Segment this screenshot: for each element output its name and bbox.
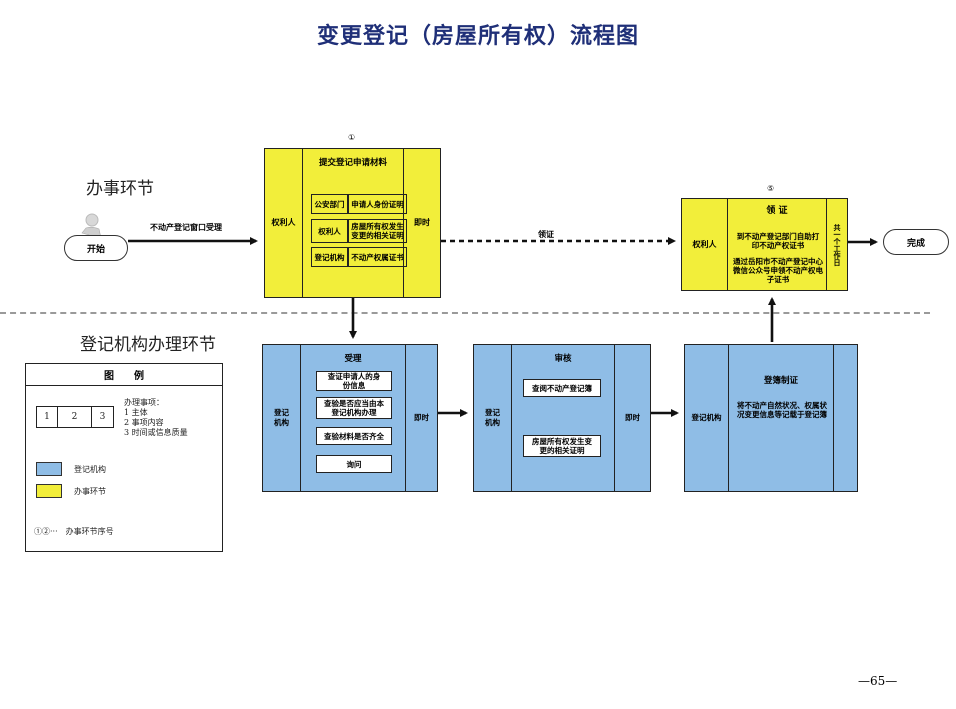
- legend-label-handling: 办事环节: [74, 487, 106, 496]
- step2-subject: 登记机构: [263, 345, 301, 491]
- legend-items-title: 办理事项：: [124, 398, 164, 407]
- legend-numbering: ①②··· 办事环节序号: [34, 527, 114, 536]
- step5-number: ⑤: [767, 184, 775, 193]
- step3-title: 审核: [554, 354, 572, 364]
- step4-title: 登簿制证: [763, 376, 798, 386]
- step2-title: 受理: [344, 354, 362, 364]
- arrow-label-collect: 领证: [538, 230, 554, 239]
- step1-row3-item: 不动产权属证书: [348, 247, 407, 267]
- step3-item-1: 查阅不动产登记簿: [523, 379, 601, 397]
- legend-title: 图 例: [26, 364, 222, 386]
- step1-title: 提交登记申请材料: [318, 158, 387, 168]
- step1-row3-agent: 登记机构: [311, 247, 348, 267]
- step1-row2-agent: 权利人: [311, 219, 348, 243]
- step3-item-2: 房屋所有权发生变更的相关证明: [523, 435, 601, 457]
- page-title: 变更登记（房屋所有权）流程图: [316, 23, 639, 49]
- legend-swatch-agency: [36, 462, 62, 476]
- legend-item-2: 2 事项内容: [124, 418, 164, 427]
- step4-time-column: [833, 345, 857, 491]
- step1-box: 权利人 即时 提交登记申请材料 公安部门 申请人身份证明 权利人 房屋所有权发生…: [264, 148, 441, 298]
- section-label-handling: 办事环节: [86, 179, 154, 199]
- step2-item-1: 查证申请人的身份信息: [316, 371, 392, 391]
- step4-subject: 登记机构: [685, 345, 729, 491]
- step2-item-2: 查验是否应当由本登记机构办理: [316, 397, 392, 419]
- step2-box: 登记机构 即时 受理 查证申请人的身份信息 查验是否应当由本登记机构办理 查验材…: [262, 344, 438, 492]
- legend-label-agency: 登记机构: [74, 465, 106, 474]
- legend-box: 图 例 1 2 3 办理事项： 1 主体 2 事项内容 3 时间或信息质量 登记…: [25, 363, 223, 552]
- arrow-label-window: 不动产登记窗口受理: [150, 223, 222, 232]
- section-label-agency: 登记机构办理环节: [80, 335, 216, 355]
- step2-item-4: 询问: [316, 455, 392, 473]
- legend-item-1: 1 主体: [124, 408, 148, 417]
- page-number: —65—: [858, 674, 898, 688]
- legend-swatch-handling: [36, 484, 62, 498]
- legend-box-2: 2: [58, 406, 92, 428]
- step4-body: 将不动产自然状况、权属状况变更信息等记载于登记簿: [737, 401, 827, 419]
- step5-body2: 通过岳阳市不动产登记中心微信公众号申领不动产权电子证书: [733, 256, 823, 284]
- legend-item-3: 3 时间或信息质量: [124, 428, 188, 437]
- step5-box: 权利人 共一个工作日 领 证 到不动产登记部门自助打印不动产权证书 通过岳阳市不…: [681, 198, 848, 291]
- step5-title: 领 证: [766, 206, 788, 216]
- step3-box: 登记机构 即时 审核 查阅不动产登记簿 房屋所有权发生变更的相关证明: [473, 344, 651, 492]
- legend-box-3: 3: [92, 406, 114, 428]
- start-node: 开始: [64, 235, 128, 261]
- step1-row2-item: 房屋所有权发生变更的相关证明: [348, 219, 407, 243]
- step4-box: 登记机构 登簿制证 将不动产自然状况、权属状况变更信息等记载于登记簿: [684, 344, 858, 492]
- step1-time: 即时: [403, 149, 440, 297]
- step2-item-3: 查验材料是否齐全: [316, 427, 392, 445]
- step5-subject: 权利人: [682, 199, 728, 290]
- step2-time: 即时: [405, 345, 437, 491]
- legend-box-1: 1: [36, 406, 58, 428]
- step3-time: 即时: [614, 345, 650, 491]
- section-divider: [0, 312, 930, 314]
- step1-row1-item: 申请人身份证明: [348, 194, 407, 214]
- step1-subject: 权利人: [265, 149, 303, 297]
- step5-time: 共一个工作日: [826, 199, 847, 290]
- step1-row1-agent: 公安部门: [311, 194, 348, 214]
- step3-subject: 登记机构: [474, 345, 512, 491]
- end-node: 完成: [883, 229, 949, 255]
- step1-number: ①: [348, 133, 356, 142]
- step5-body1: 到不动产登记部门自助打印不动产权证书: [736, 232, 820, 250]
